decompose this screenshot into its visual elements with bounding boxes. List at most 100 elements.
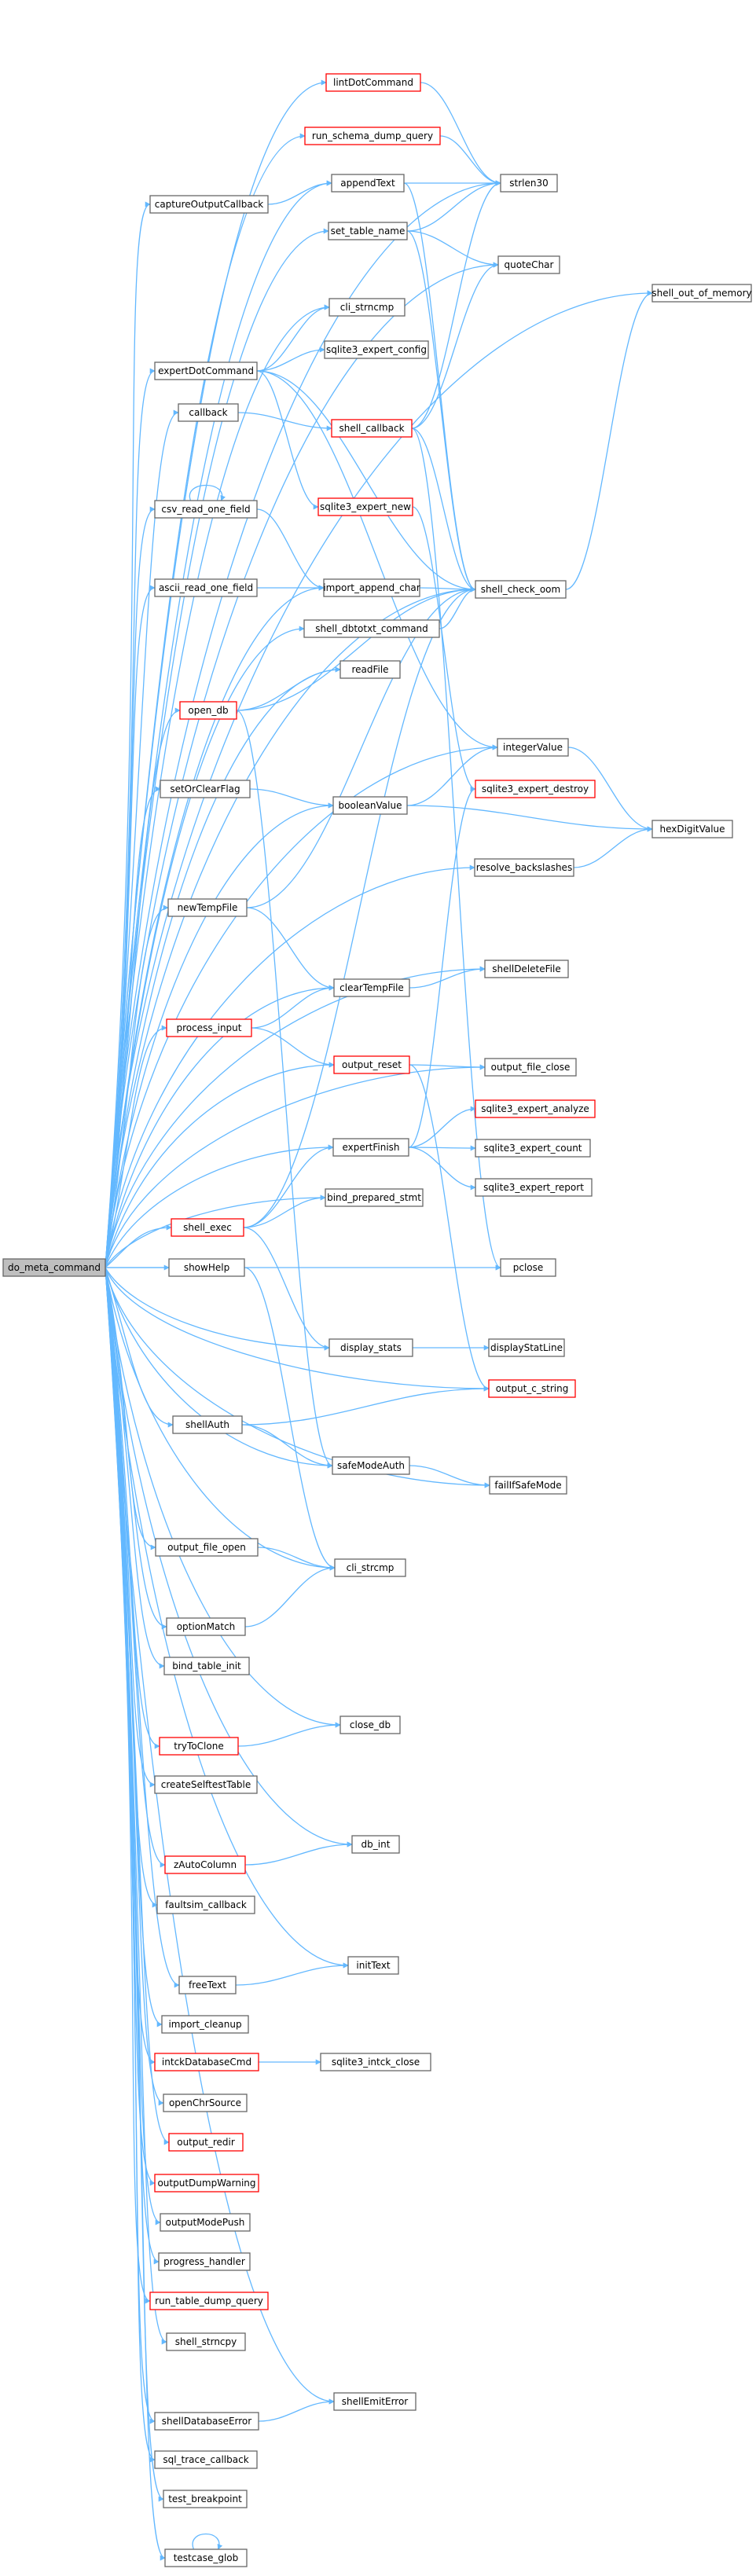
node-box[interactable] <box>497 255 560 274</box>
node-box[interactable] <box>323 578 420 597</box>
node-integerValue[interactable]: integerValue <box>497 738 569 757</box>
node-zAutoColumn[interactable]: zAutoColumn <box>164 1855 246 1874</box>
node-box[interactable] <box>154 361 258 380</box>
node-cli_strncmp[interactable]: cli_strncmp <box>328 298 406 317</box>
node-box[interactable] <box>156 1895 255 1914</box>
node-box[interactable] <box>167 898 248 917</box>
node-freeText[interactable]: freeText <box>178 1976 237 1994</box>
node-box[interactable] <box>484 960 569 978</box>
node-box[interactable] <box>325 73 421 92</box>
node-box[interactable] <box>171 1218 244 1237</box>
node-box[interactable] <box>179 701 237 720</box>
node-set_table_name[interactable]: set_table_name <box>328 222 408 240</box>
node-box[interactable] <box>178 403 239 422</box>
node-box[interactable] <box>475 1099 596 1118</box>
node-box[interactable] <box>328 298 406 317</box>
node-booleanValue[interactable]: booleanValue <box>332 796 408 815</box>
node-box[interactable] <box>347 1956 399 1975</box>
node-box[interactable] <box>651 284 752 303</box>
node-box[interactable] <box>172 1415 243 1434</box>
node-shell_out_of_memory[interactable]: shell_out_of_memory <box>651 284 752 303</box>
node-bind_prepared_stmt[interactable]: bind_prepared_stmt <box>325 1188 424 1207</box>
node-box[interactable] <box>332 796 408 815</box>
node-sqlite3_intck_close[interactable]: sqlite3_intck_close <box>320 2053 431 2071</box>
node-expertFinish[interactable]: expertFinish <box>332 1138 409 1157</box>
node-box[interactable] <box>475 1139 591 1158</box>
node-box[interactable] <box>160 780 251 798</box>
node-testcase_glob[interactable]: testcase_glob <box>164 2548 248 2567</box>
node-sqlite3_expert_config[interactable]: sqlite3_expert_config <box>324 340 429 359</box>
node-test_breakpoint[interactable]: test_breakpoint <box>163 2490 248 2508</box>
node-box[interactable] <box>168 1258 245 1277</box>
node-shellAuth[interactable]: shellAuth <box>172 1415 243 1434</box>
node-box[interactable] <box>333 2392 417 2411</box>
node-shell_check_oom[interactable]: shell_check_oom <box>475 580 567 599</box>
node-box[interactable] <box>484 1058 577 1077</box>
node-box[interactable] <box>339 660 401 679</box>
node-sqlite3_expert_report[interactable]: sqlite3_expert_report <box>475 1178 593 1197</box>
node-box[interactable] <box>328 222 408 240</box>
node-sql_trace_callback[interactable]: sql_trace_callback <box>154 2450 258 2469</box>
node-shell_exec[interactable]: shell_exec <box>171 1218 244 1237</box>
node-box[interactable] <box>317 497 413 516</box>
node-intckDatabaseCmd[interactable]: intckDatabaseCmd <box>154 2053 259 2071</box>
node-displayStatLine[interactable]: displayStatLine <box>488 1338 565 1357</box>
node-captureOutputCallback[interactable]: captureOutputCallback <box>149 195 269 214</box>
node-box[interactable] <box>149 195 269 214</box>
node-box[interactable] <box>154 1775 258 1794</box>
node-ascii_read_one_field[interactable]: ascii_read_one_field <box>154 578 258 597</box>
node-newTempFile[interactable]: newTempFile <box>167 898 248 917</box>
node-faultsim_callback[interactable]: faultsim_callback <box>156 1895 255 1914</box>
node-root[interactable]: do_meta_command <box>2 1258 106 1277</box>
node-box[interactable] <box>334 1558 406 1577</box>
node-box[interactable] <box>304 127 441 145</box>
node-resolve_backslashes[interactable]: resolve_backslashes <box>474 858 574 877</box>
node-shell_strncpy[interactable]: shell_strncpy <box>166 2332 246 2351</box>
node-run_schema_dump_query[interactable]: run_schema_dump_query <box>304 127 441 145</box>
node-box[interactable] <box>178 1976 237 1994</box>
node-run_table_dump_query[interactable]: run_table_dump_query <box>149 2292 269 2310</box>
node-box[interactable] <box>488 1379 576 1398</box>
node-pclose[interactable]: pclose <box>500 1258 556 1277</box>
node-sqlite3_expert_destroy[interactable]: sqlite3_expert_destroy <box>475 780 596 798</box>
node-callback[interactable]: callback <box>178 403 239 422</box>
node-cli_strcmp[interactable]: cli_strcmp <box>334 1558 406 1577</box>
node-box[interactable] <box>303 619 440 638</box>
node-box[interactable] <box>155 1538 259 1557</box>
node-box[interactable] <box>163 2093 248 2112</box>
node-box[interactable] <box>339 1715 401 1734</box>
node-clearTempFile[interactable]: clearTempFile <box>333 978 410 997</box>
node-box[interactable] <box>328 1338 413 1357</box>
node-shellEmitError[interactable]: shellEmitError <box>333 2392 417 2411</box>
node-box[interactable] <box>500 1258 556 1277</box>
node-sqlite3_expert_new[interactable]: sqlite3_expert_new <box>317 497 413 516</box>
node-box[interactable] <box>324 340 429 359</box>
node-output_redir[interactable]: output_redir <box>168 2133 244 2152</box>
node-box[interactable] <box>488 1338 565 1357</box>
node-csv_read_one_field[interactable]: csv_read_one_field <box>154 500 258 519</box>
node-box[interactable] <box>154 500 258 519</box>
node-quoteChar[interactable]: quoteChar <box>497 255 560 274</box>
node-process_input[interactable]: process_input <box>166 1018 252 1037</box>
node-box[interactable] <box>164 1855 246 1874</box>
node-box[interactable] <box>320 2053 431 2071</box>
node-import_cleanup[interactable]: import_cleanup <box>161 2015 249 2034</box>
node-box[interactable] <box>475 1178 593 1197</box>
node-box[interactable] <box>149 2292 269 2310</box>
node-safeModeAuth[interactable]: safeModeAuth <box>332 1456 410 1475</box>
node-import_append_char[interactable]: import_append_char <box>323 578 420 597</box>
node-display_stats[interactable]: display_stats <box>328 1338 413 1357</box>
node-outputDumpWarning[interactable]: outputDumpWarning <box>154 2174 259 2193</box>
node-outputModePush[interactable]: outputModePush <box>160 2213 251 2232</box>
node-shell_callback[interactable]: shell_callback <box>331 419 413 438</box>
node-output_reset[interactable]: output_reset <box>333 1055 410 1074</box>
node-strlen30[interactable]: strlen30 <box>500 174 558 193</box>
node-expertDotCommand[interactable]: expertDotCommand <box>154 361 258 380</box>
node-box[interactable] <box>351 1835 400 1854</box>
node-createSelftestTable[interactable]: createSelftestTable <box>154 1775 258 1794</box>
node-box[interactable] <box>651 820 733 838</box>
node-sqlite3_expert_analyze[interactable]: sqlite3_expert_analyze <box>475 1099 596 1118</box>
node-box[interactable] <box>166 2332 246 2351</box>
node-box[interactable] <box>168 2133 244 2152</box>
node-box[interactable] <box>497 738 569 757</box>
